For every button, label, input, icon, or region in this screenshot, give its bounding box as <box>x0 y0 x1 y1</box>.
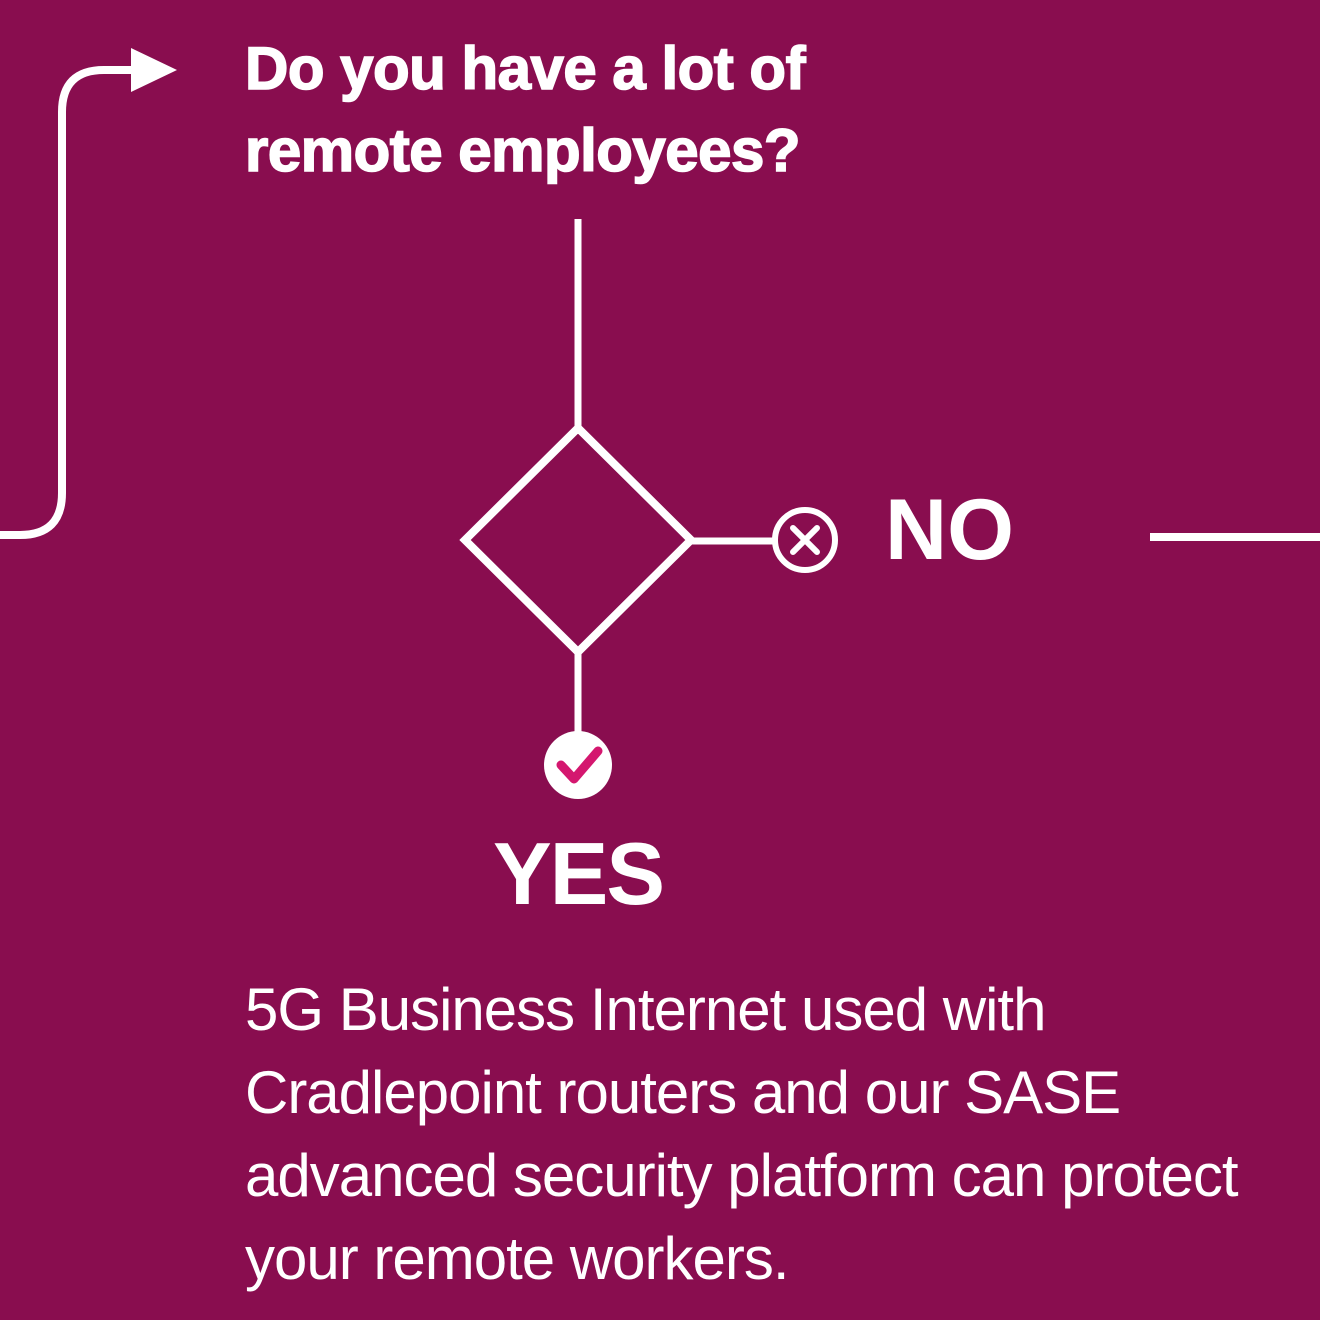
cross-circle-icon <box>772 507 838 573</box>
description-line: advanced security platform can protect <box>245 1142 1239 1209</box>
question-line: remote employees? <box>244 116 801 185</box>
question-line: Do you have a lot of <box>244 34 806 103</box>
description-line: 5G Business Internet used with <box>245 976 1046 1043</box>
yes-result-description: 5G Business Internet used with Cradlepoi… <box>245 968 1239 1300</box>
description-line: Cradlepoint routers and our SASE <box>245 1059 1121 1126</box>
yes-label: YES <box>492 824 665 923</box>
entry-connector-line <box>0 66 134 539</box>
description-line: your remote workers. <box>245 1225 789 1292</box>
arrowhead-icon <box>131 48 177 92</box>
check-circle-icon <box>544 731 612 799</box>
question-text: Do you have a lot of remote employees? <box>244 28 806 192</box>
decision-diamond <box>459 422 697 658</box>
no-label: NO <box>885 482 1014 578</box>
